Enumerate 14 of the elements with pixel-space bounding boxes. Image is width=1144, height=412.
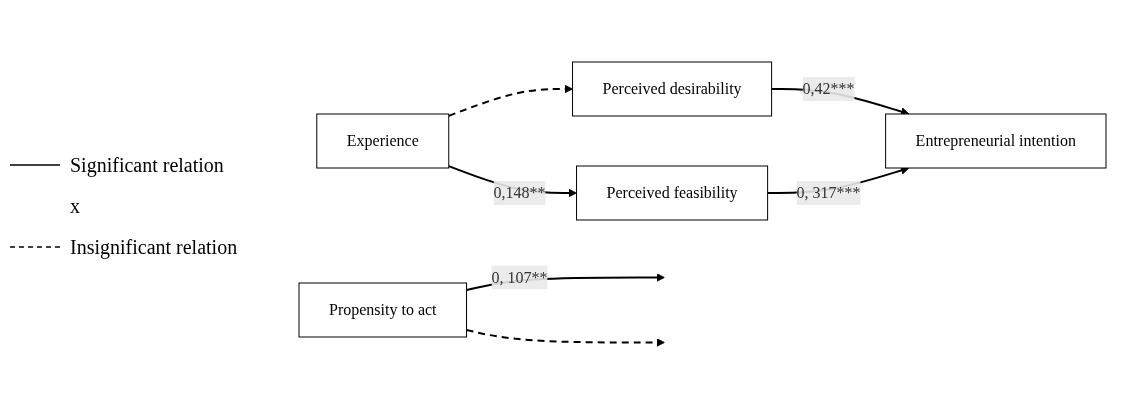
legend-mark: x xyxy=(69,194,81,218)
node-box: Perceived feasibility xyxy=(575,165,768,221)
edge-label: 0,42*** xyxy=(802,80,855,97)
arrow xyxy=(465,328,665,347)
legend-text: Insignificant relation xyxy=(70,235,238,259)
node-box: Entrepreneurial intention xyxy=(884,113,1106,169)
edge-label: 0, 107** xyxy=(491,268,548,286)
legend-text: Significant relation xyxy=(70,153,224,177)
node-box: Perceived desirability xyxy=(571,61,772,117)
node-box: Propensity to act xyxy=(298,282,467,338)
edge-label: 0,148** xyxy=(493,184,546,201)
node-box: Experience xyxy=(315,113,449,169)
edge-label: 0, 317*** xyxy=(796,184,861,201)
arrow xyxy=(447,84,573,117)
